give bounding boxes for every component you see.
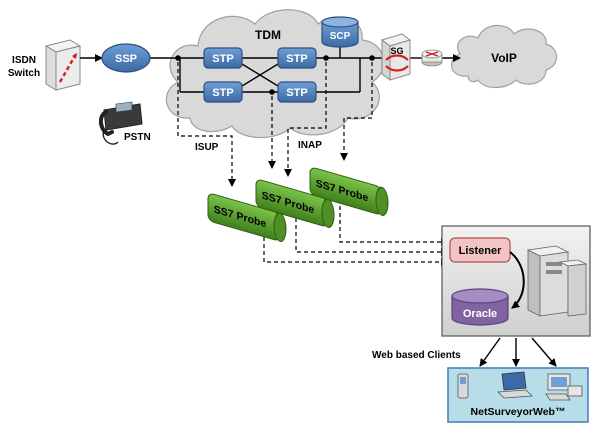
server-to-desktop-arrow (531, 337, 557, 367)
server-tower-icon (526, 245, 588, 317)
ss7-probe-1: SS7 Probe (207, 193, 287, 242)
stp-bottom-left-label: STP (212, 87, 233, 99)
isup-label: ISUP (195, 142, 219, 153)
isdn-switch: ISDN Switch (8, 39, 82, 91)
stp-top-right-label: STP (286, 53, 307, 65)
tdm-label: TDM (255, 28, 281, 42)
isdn-label-line1: ISDN (12, 55, 36, 66)
ss7-probe-2: SS7 Probe (255, 179, 335, 228)
stp-top-right: STP (277, 47, 317, 69)
tap-point-sg (369, 55, 375, 61)
server-to-phone-arrow (479, 337, 501, 367)
tap-point-inap (323, 55, 329, 61)
client-box: NetSurveyorWeb™ (447, 367, 589, 423)
pstn-phone: PSTN (99, 101, 151, 145)
ssp-label: SSP (115, 53, 137, 65)
tap-point-stp (269, 89, 275, 95)
switch-red-arrow-icon (58, 53, 78, 83)
oracle-db-icon (451, 296, 509, 326)
scp-database: SCP (321, 16, 359, 48)
sg-label: SG (390, 46, 403, 56)
stp-bottom-left: STP (203, 81, 243, 103)
probe3-to-listener-line (339, 206, 449, 246)
inap-label: INAP (298, 140, 322, 151)
netsurveyor-label: NetSurveyorWeb™ (471, 406, 566, 418)
ssp-node: SSP (101, 43, 151, 73)
probe2-to-listener-line (295, 218, 449, 256)
probe1-to-listener-line (263, 230, 449, 266)
web-clients-label: Web based Clients (372, 350, 461, 361)
tap-point-isup (175, 55, 181, 61)
server-panel: Listener Oracle (441, 225, 591, 337)
scp-label: SCP (330, 31, 351, 42)
isup-tap-line (177, 62, 236, 187)
mobile-phone-icon (457, 373, 469, 399)
isdn-label-line2: Switch (8, 68, 40, 79)
router-icon (421, 49, 443, 67)
sg-gateway: SG (380, 33, 412, 81)
pstn-label: PSTN (124, 132, 151, 143)
stp-top-left-label: STP (212, 53, 233, 65)
database-icon (321, 22, 359, 48)
stp-cross-link-2 (241, 63, 279, 87)
voip-label: VoIP (491, 51, 517, 65)
sg-arrow-icon (385, 54, 409, 61)
voip-cloud: VoIP (451, 24, 558, 89)
oracle-database: Oracle (451, 288, 509, 326)
laptop-icon (497, 371, 533, 399)
stp-top-left: STP (203, 47, 243, 69)
desktop-computer-icon (545, 373, 583, 401)
listener-label: Listener (459, 245, 503, 257)
oracle-label: Oracle (463, 308, 497, 320)
listener-box: Listener (449, 237, 511, 263)
stp-bottom-right: STP (277, 81, 317, 103)
sg-tap-line (340, 62, 373, 161)
listener-to-oracle-arrow (509, 251, 525, 309)
inap-tap-line (284, 62, 327, 177)
stp-bottom-right-label: STP (286, 87, 307, 99)
